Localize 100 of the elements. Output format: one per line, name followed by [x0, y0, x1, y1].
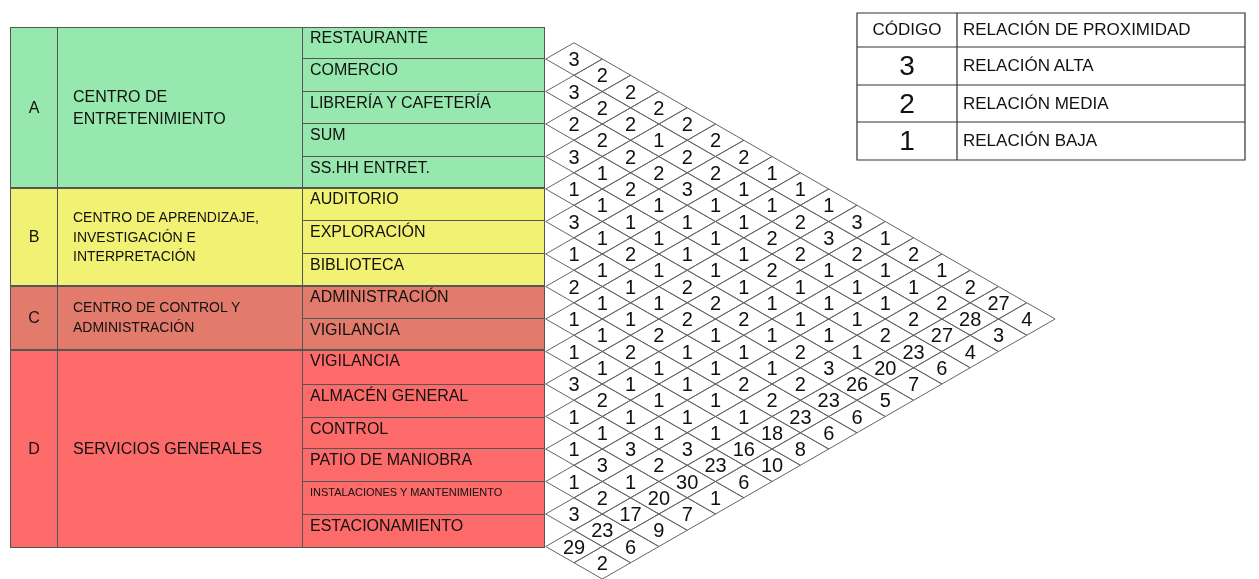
relation-value: 2 — [850, 242, 864, 266]
zone-band — [10, 27, 545, 188]
relation-value: 1 — [652, 290, 666, 315]
relation-value: 1 — [595, 258, 609, 283]
relation-value: 23 — [816, 388, 841, 413]
relation-value: 3 — [680, 177, 694, 201]
relation-value: 1 — [793, 274, 807, 299]
relation-value: 1 — [737, 274, 751, 299]
relation-value: 1 — [822, 290, 836, 315]
relation-value: 2 — [765, 258, 779, 283]
relation-value: 1 — [822, 323, 836, 348]
relation-value: 1 — [652, 258, 666, 283]
relation-value: 1 — [652, 388, 666, 413]
relation-value: 23 — [703, 453, 728, 478]
relation-value: 3 — [991, 323, 1006, 348]
relation-value: 1 — [708, 225, 723, 250]
relation-value: 1 — [708, 193, 723, 218]
relation-value: 1 — [907, 274, 921, 299]
relation-value: 1 — [567, 177, 581, 201]
zone-band — [10, 350, 545, 548]
relation-value: 16 — [731, 437, 756, 461]
relation-value: 1 — [878, 225, 892, 250]
relation-value: 1 — [737, 339, 751, 364]
relation-value: 9 — [652, 518, 666, 543]
relation-value: 1 — [765, 290, 779, 315]
relation-description: RELACIÓN BAJA — [962, 130, 1099, 152]
relation-value: 1 — [624, 307, 638, 331]
space-name: INSTALACIONES Y MANTENIMIENTO — [302, 481, 545, 514]
relation-value: 17 — [618, 502, 643, 526]
relation-value: 2 — [878, 323, 892, 348]
relation-value: 1 — [595, 160, 609, 185]
relation-value: 3 — [822, 225, 836, 250]
relation-value: 1 — [765, 193, 779, 218]
relation-value: 23 — [901, 339, 926, 364]
relation-value: 2 — [680, 274, 694, 299]
relation-value: 1 — [708, 355, 723, 380]
relation-value: 1 — [708, 258, 723, 283]
relation-value: 1 — [765, 355, 779, 380]
relation-value: 1 — [567, 242, 581, 266]
relation-value: 2 — [935, 290, 949, 315]
relation-code: 1 — [898, 124, 916, 158]
relation-value: 2 — [963, 274, 977, 299]
relation-value: 1 — [567, 469, 581, 494]
zone-letter: B — [11, 189, 58, 285]
relation-value: 1 — [708, 485, 723, 510]
space-name: COMERCIO — [302, 58, 545, 91]
relation-value: 1 — [567, 307, 581, 331]
relation-value: 20 — [646, 485, 671, 510]
relation-value: 1 — [595, 193, 609, 218]
relation-value: 1 — [850, 307, 864, 331]
relation-value: 3 — [567, 502, 581, 526]
space-name: PATIO DE MANIOBRA — [302, 448, 545, 481]
relation-value: 2 — [680, 144, 694, 169]
relation-value: 1 — [652, 225, 666, 250]
relation-value: 2 — [595, 388, 609, 413]
relation-value: 2 — [595, 128, 609, 153]
relation-value: 1 — [935, 258, 949, 283]
space-name: ESTACIONAMIENTO — [302, 514, 545, 548]
relation-value: 1 — [737, 404, 751, 429]
relation-value: 4 — [963, 339, 977, 364]
relation-value: 2 — [793, 372, 807, 396]
space-name: ADMINISTRACIÓN — [302, 286, 545, 318]
relation-value: 1 — [765, 323, 779, 348]
relation-code: 3 — [898, 49, 916, 83]
relation-value: 1 — [624, 372, 638, 396]
relation-value: 3 — [595, 453, 609, 478]
relation-value: 3 — [822, 355, 836, 380]
relation-value: 1 — [624, 274, 638, 299]
relation-value: 1 — [765, 160, 779, 185]
relation-value: 1 — [822, 193, 836, 218]
relation-value: 1 — [624, 404, 638, 429]
relation-value: 2 — [595, 95, 609, 120]
relation-value: 3 — [850, 209, 864, 234]
relation-value: 1 — [878, 258, 892, 283]
relation-value: 2 — [765, 388, 779, 413]
relation-value: 10 — [759, 453, 785, 478]
relation-value: 2 — [624, 144, 638, 169]
space-name: VIGILANCIA — [302, 350, 545, 384]
relation-value: 2 — [652, 95, 666, 120]
relation-value: 2 — [737, 144, 751, 169]
space-name: EXPLORACIÓN — [302, 220, 545, 253]
relation-value: 1 — [878, 290, 892, 315]
relation-value: 1 — [567, 339, 581, 364]
relation-value: 1 — [793, 177, 807, 201]
relation-value: 2 — [907, 242, 921, 266]
relation-value: 2 — [793, 209, 807, 234]
relation-value: 2 — [737, 307, 751, 331]
relation-value: 1 — [652, 420, 666, 445]
relation-value: 2 — [765, 225, 779, 250]
relation-value: 1 — [793, 307, 807, 331]
zone-name: CENTRO DE APRENDIZAJE, INVESTIGACIÓN E INTERPRETACIÓN — [73, 207, 260, 266]
relation-value: 1 — [595, 225, 609, 250]
relation-value: 1 — [652, 193, 666, 218]
relation-value: 1 — [624, 209, 638, 234]
relation-value: 1 — [680, 339, 694, 364]
relation-value: 2 — [652, 160, 666, 185]
relation-value: 1 — [624, 469, 638, 494]
relation-value: 2 — [652, 323, 666, 348]
relation-value: 2 — [708, 290, 723, 315]
relation-value: 1 — [850, 339, 864, 364]
